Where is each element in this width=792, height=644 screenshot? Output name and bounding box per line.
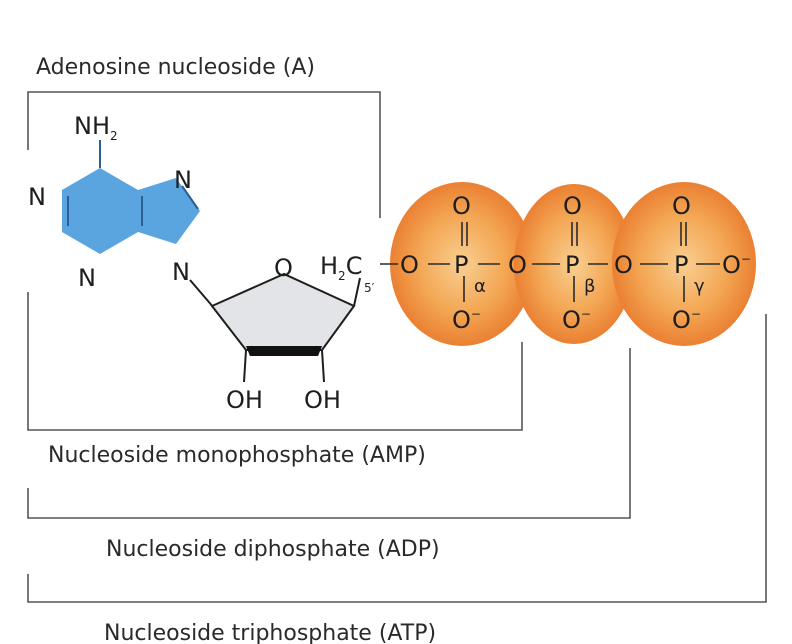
gamma-phosphate-blob bbox=[612, 182, 756, 346]
alpha-double-o: O bbox=[452, 192, 471, 220]
alpha-greek: α bbox=[474, 276, 486, 297]
phosphate-group bbox=[390, 182, 756, 346]
adenine-six-ring bbox=[62, 168, 138, 254]
amp-bracket bbox=[27, 292, 523, 431]
n7-label: N bbox=[174, 166, 192, 194]
n9-label: N bbox=[172, 258, 190, 286]
gamma-minus-o: O− bbox=[672, 306, 701, 334]
bridge-oxygen-5: O bbox=[400, 251, 419, 279]
ribose-ring bbox=[210, 272, 356, 351]
oh-left-label: OH bbox=[226, 386, 263, 414]
oh-bond-left bbox=[243, 349, 247, 383]
ribose-sugar bbox=[210, 272, 361, 383]
gamma-p: P bbox=[674, 251, 688, 279]
beta-greek: β bbox=[584, 276, 596, 297]
five-prime-label: 5′ bbox=[364, 281, 375, 295]
oh-right-label: OH bbox=[304, 386, 341, 414]
beta-minus-o: O− bbox=[562, 306, 591, 334]
n3-label: N bbox=[78, 264, 96, 292]
adenosine-bracket bbox=[27, 91, 381, 218]
atp-bracket bbox=[27, 314, 767, 603]
adp-bracket bbox=[27, 348, 631, 519]
gamma-greek: γ bbox=[694, 276, 705, 297]
alpha-minus-o: O− bbox=[452, 306, 481, 334]
bridge-oxygen-ab: O bbox=[508, 251, 527, 279]
alpha-phosphate-blob bbox=[390, 182, 534, 346]
amp-label: Nucleoside monophosphate (AMP) bbox=[48, 443, 426, 468]
glycosidic-bond bbox=[189, 279, 215, 309]
n1-label: N bbox=[28, 183, 46, 211]
beta-phosphate-blob bbox=[514, 184, 634, 344]
nh2-label: NH2 bbox=[74, 112, 118, 143]
adp-label: Nucleoside diphosphate (ADP) bbox=[106, 537, 440, 562]
c5-bond bbox=[353, 277, 361, 307]
bridge-oxygen-bg: O bbox=[614, 251, 633, 279]
atp-label: Nucleoside triphosphate (ATP) bbox=[104, 621, 436, 644]
ribose-front-edge bbox=[246, 346, 322, 356]
terminal-oxygen: O− bbox=[722, 251, 751, 279]
alpha-p: P bbox=[454, 251, 468, 279]
gamma-double-o: O bbox=[672, 192, 691, 220]
beta-double-o: O bbox=[563, 192, 582, 220]
adenosine-label: Adenosine nucleoside (A) bbox=[36, 55, 315, 80]
beta-p: P bbox=[565, 251, 579, 279]
oh-bond-right bbox=[321, 349, 325, 383]
adenine-double-bond-3 bbox=[181, 185, 199, 210]
ring-oxygen-label: O bbox=[274, 254, 293, 282]
adenine-base bbox=[62, 140, 200, 254]
adenine-five-ring bbox=[138, 178, 200, 244]
h2c-label: H2C bbox=[320, 252, 362, 283]
phosphate-bonds bbox=[380, 222, 720, 302]
